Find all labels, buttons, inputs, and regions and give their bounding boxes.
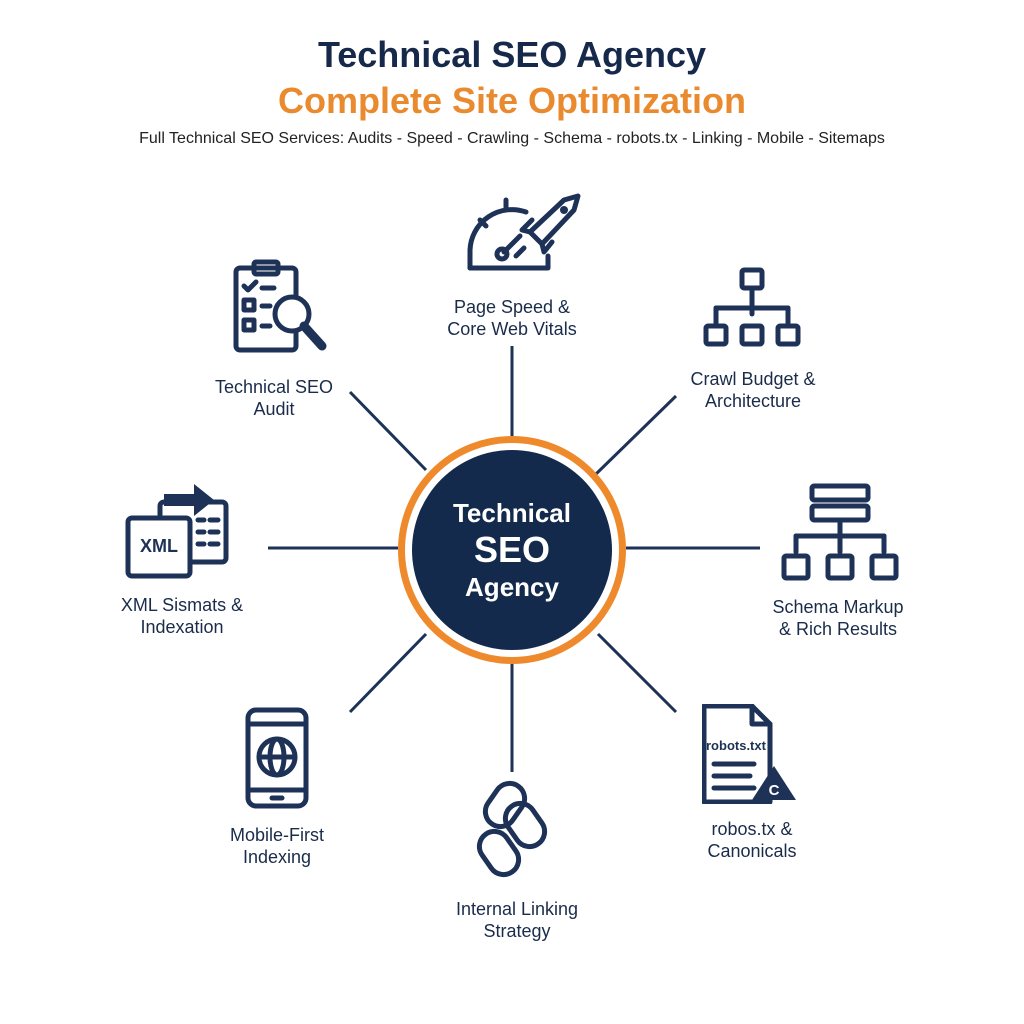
node-xml-sitemaps-label: XML Sismats & Indexation [120,595,244,637]
connector-robots [596,632,678,714]
node-robots-canonicals-label: robos.tx & Canonicals [707,819,797,861]
title-line-2: Complete Site Optimization [277,80,747,121]
hub-circle: Technical SEO Agency [398,436,626,664]
hierarchy-icon [781,483,899,581]
node-page-speed-label: Page Speed & Core Web Vitals [447,297,577,339]
node-schema-markup: Schema Markup & Rich Results [760,482,916,642]
connector-mobile [348,632,428,714]
node-xml-sitemaps: XML XML Sismats & Indexation [104,480,260,644]
canonical-badge: C [768,782,780,799]
subtitle: Full Technical SEO Services: Audits - Sp… [139,130,885,147]
connector-crawl [594,394,678,476]
chain-link-icon [476,780,548,878]
node-internal-linking-label: Internal Linking Strategy [455,899,579,941]
xml-files-icon: XML [124,482,234,582]
node-crawl-budget: Crawl Budget & Architecture [676,266,830,416]
site-tree-icon [703,267,801,347]
node-page-speed: Page Speed & Core Web Vitals [420,186,604,346]
smartphone-globe-icon [245,707,309,809]
node-technical-seo-audit: Technical SEO Audit [198,258,350,424]
hub-line-1: Technical [452,498,571,528]
clipboard-magnifier-icon [233,259,327,353]
speedometer-rocket-icon [467,193,581,271]
hub-line-2: SEO [473,529,551,570]
node-mobile-first-label: Mobile-First Indexing [229,825,324,867]
node-crawl-budget-label: Crawl Budget & Architecture [690,369,816,411]
document-icon: robots.txt C [702,704,802,804]
hub-core: Technical SEO Agency [412,450,612,650]
robots-icon-text: robots.txt [706,738,766,753]
node-mobile-first: Mobile-First Indexing [210,706,344,870]
connector-audit [348,390,428,472]
hub-line-3: Agency [465,572,559,602]
node-robots-canonicals: robots.txt C robos.tx & Canonicals [680,700,824,864]
node-technical-seo-audit-label: Technical SEO Audit [214,377,334,419]
title-line-1: Technical SEO Agency [317,34,707,75]
node-schema-markup-label: Schema Markup & Rich Results [772,597,904,639]
node-internal-linking: Internal Linking Strategy [432,776,602,946]
xml-icon-text: XML [140,536,178,556]
